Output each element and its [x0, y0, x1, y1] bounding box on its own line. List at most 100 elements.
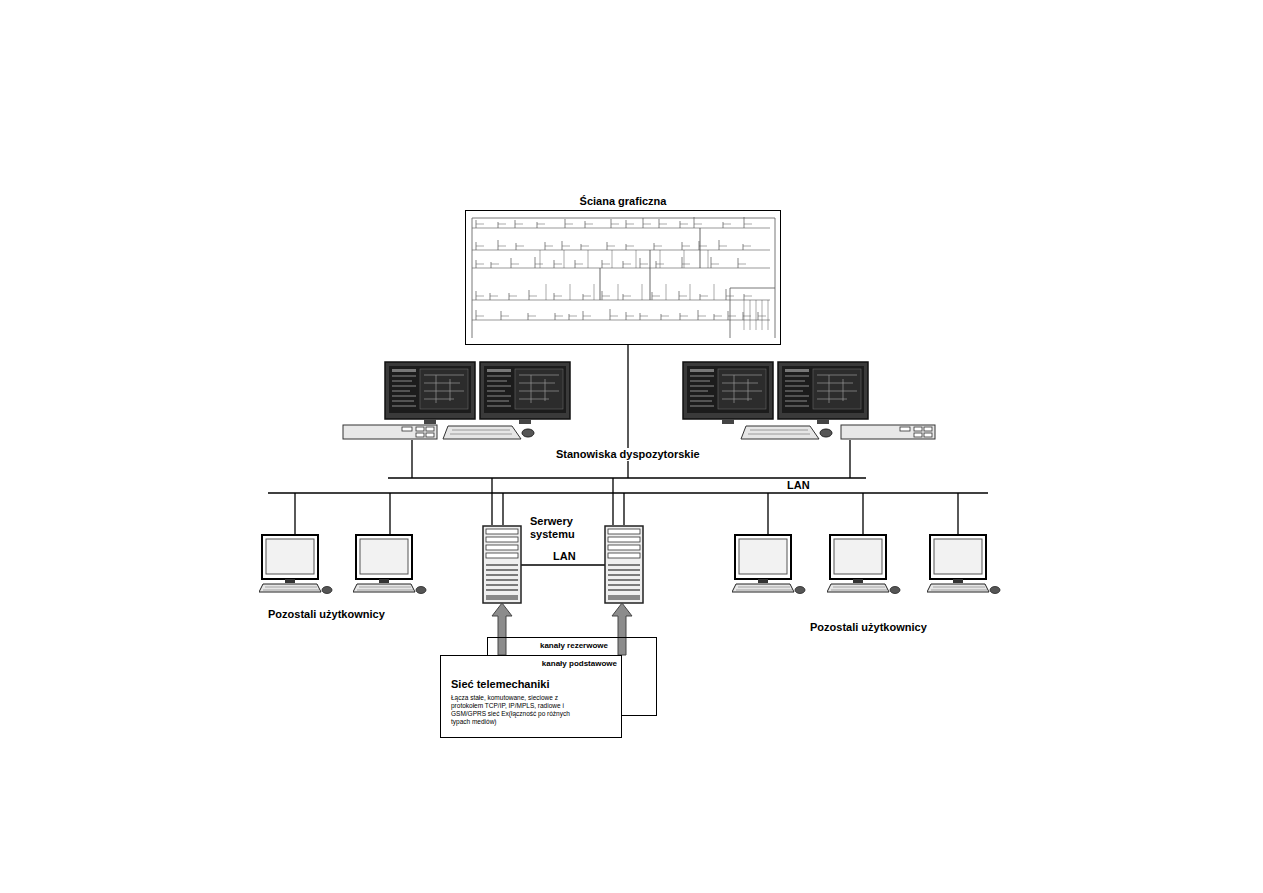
schematic-stroke [594, 284, 595, 300]
schematic-stroke [723, 224, 731, 225]
schematic-stroke [564, 250, 565, 268]
schematic-stroke [660, 250, 661, 268]
schematic-stroke [554, 296, 562, 297]
schematic-stroke [744, 294, 745, 300]
schematic-stroke [528, 313, 529, 320]
schematic-stroke [476, 316, 484, 317]
schematic-stroke [569, 316, 577, 317]
schematic-stroke [730, 288, 775, 289]
keyboard [443, 426, 521, 439]
schematic-stroke [585, 221, 586, 228]
schematic-stroke [626, 244, 627, 250]
mouse [820, 429, 832, 437]
schematic-stroke [623, 264, 631, 265]
schematic-stroke [690, 284, 691, 300]
schematic-stroke [756, 300, 757, 330]
schematic-stroke [610, 309, 611, 320]
computer [353, 535, 426, 594]
schematic-stroke [588, 250, 589, 268]
schematic-stroke [762, 300, 763, 330]
schematic-stroke [537, 224, 545, 225]
schematic-stroke [600, 268, 601, 300]
schematic-stroke [583, 311, 584, 320]
schematic-stroke [726, 289, 727, 300]
schematic-stroke [611, 224, 619, 225]
keyboard [741, 426, 819, 439]
schematic-stroke [679, 291, 680, 300]
schematic-stroke [642, 284, 643, 300]
schematic-stroke [511, 258, 512, 268]
schematic-stroke [738, 264, 746, 265]
schematic-stroke [679, 296, 687, 297]
server-label: Serwery systemu [528, 515, 590, 541]
computer [732, 535, 805, 594]
schematic-stroke [744, 296, 752, 297]
schematic-stroke [581, 244, 582, 250]
schematic-stroke [490, 293, 491, 300]
schematic-stroke [583, 296, 591, 297]
schematic-stroke [694, 224, 702, 225]
dispatch-drop [412, 440, 850, 478]
schematic-stroke [711, 264, 719, 265]
schematic-stroke [562, 241, 563, 250]
schematic-stroke [472, 268, 770, 269]
schematic-stroke [623, 296, 631, 297]
schematic-stroke [565, 224, 573, 225]
schematic-stroke [565, 219, 566, 228]
schematic-stroke [540, 250, 541, 268]
schematic-stroke [472, 218, 775, 219]
schematic-stroke [476, 264, 484, 265]
computer [259, 535, 332, 594]
schematic-stroke [611, 219, 612, 228]
schematic-stroke [535, 257, 536, 268]
schematic-stroke [498, 224, 506, 225]
lan-label: LAN [551, 550, 578, 563]
schematic-stroke [537, 222, 538, 228]
users-label: Pozostali użytkownicy [266, 608, 387, 621]
schematic-stroke [711, 257, 712, 268]
schematic-stroke [569, 314, 570, 320]
schematic-stroke [652, 296, 660, 297]
schematic-stroke [680, 224, 688, 225]
schematic-stroke [659, 224, 667, 225]
schematic-stroke [698, 316, 706, 317]
monitor [683, 362, 773, 424]
schematic-stroke [501, 311, 502, 320]
schematic-stroke [509, 293, 510, 300]
schematic-stroke [684, 250, 685, 268]
schematic-stroke [744, 224, 752, 225]
mouse [522, 429, 534, 437]
box-body: Łącza stałe, komutowane, sieciowe z prot… [441, 693, 577, 730]
schematic-stroke [476, 224, 484, 225]
up-arrow [612, 603, 632, 655]
dispatcher-stations [343, 362, 935, 439]
schematic-stroke [472, 218, 473, 338]
schematic-stroke [659, 219, 660, 228]
schematic-stroke [529, 290, 530, 300]
schematic-stroke [743, 244, 744, 250]
schematic-stroke [768, 300, 769, 330]
schematic-stroke [714, 284, 715, 300]
server-lan [520, 564, 606, 565]
schematic-stroke [602, 296, 610, 297]
schematic-stroke [554, 293, 555, 300]
schematic-stroke [654, 243, 655, 250]
schematic-stroke [708, 250, 709, 268]
schematic-stroke [650, 250, 651, 300]
schematic-stroke [509, 296, 517, 297]
schematic-stroke [535, 264, 543, 265]
monitor [778, 362, 868, 424]
schematic-stroke [723, 222, 724, 228]
schematic-stroke [602, 291, 603, 300]
station-label: Stanowiska dyspozytorskie [554, 448, 702, 461]
schematic-stroke [700, 296, 708, 297]
wall-title: Ściana graficzna [466, 195, 780, 208]
schematic-stroke [472, 228, 770, 229]
schematic-stroke [626, 316, 634, 317]
schematic-stroke [476, 246, 484, 247]
schematic-stroke [626, 224, 634, 225]
schematic-stroke [728, 311, 729, 320]
monitor [480, 362, 570, 424]
